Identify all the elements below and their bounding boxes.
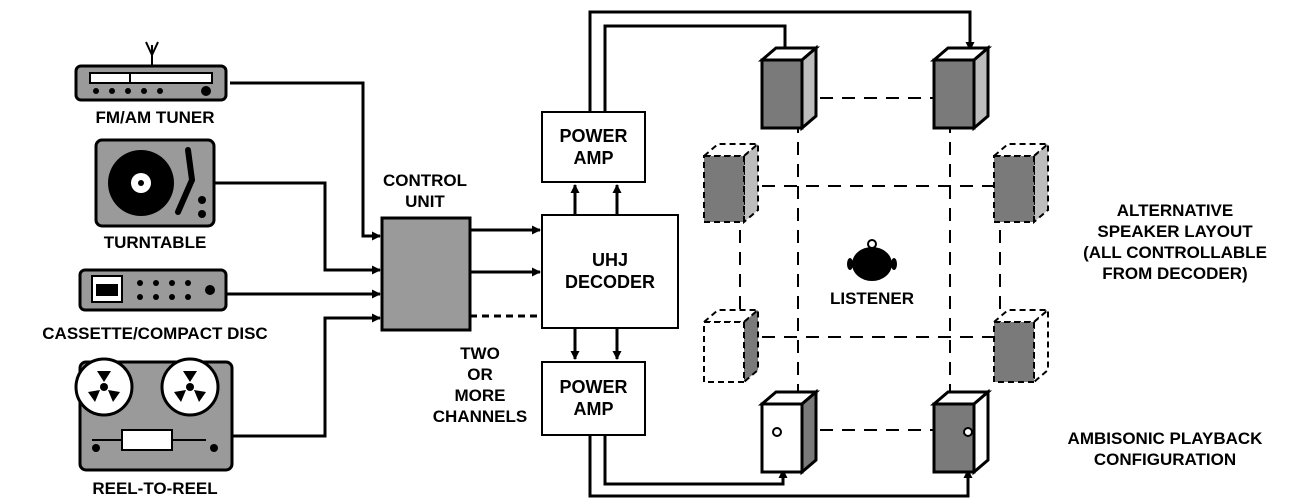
cassette-device-icon: [78, 268, 228, 312]
decoder-label-line1: UHJ: [591, 250, 628, 270]
alternative-line1: ALTERNATIVE: [1116, 201, 1234, 220]
alternative-line3: (ALL CONTROLLABLE: [1083, 243, 1267, 262]
tuner-device-icon: [74, 41, 228, 102]
control-unit-label-line1: CONTROL: [382, 171, 468, 190]
tuner-label: FM/AM TUNER: [95, 108, 215, 127]
reel-to-reel-label: REEL-TO-REEL: [92, 479, 218, 498]
decoder-amp-connections: [570, 184, 622, 360]
alternative-line2: SPEAKER LAYOUT: [1097, 222, 1253, 241]
control-unit-box: [380, 216, 472, 332]
configuration-label: AMBISONIC PLAYBACK CONFIGURATION: [1030, 428, 1300, 470]
configuration-line1: AMBISONIC PLAYBACK: [1067, 429, 1263, 448]
power-amp-bottom-label: POWER AMP: [542, 376, 645, 420]
power-amp-top-label-line2: AMP: [573, 148, 614, 168]
speaker-alt-rear-right: [991, 307, 1051, 385]
power-amp-bottom-box: [541, 361, 646, 436]
source-connections: [214, 81, 381, 438]
speaker-alt-rear-left: [701, 307, 761, 385]
decoder-box: [541, 214, 679, 329]
control-to-decoder-connections: [470, 225, 541, 318]
power-amp-top-label-line1: POWER: [559, 126, 628, 146]
listener-label: LISTENER: [829, 289, 915, 308]
speaker-front-left: [757, 44, 821, 132]
channels-label-line4: CHANNELS: [432, 407, 528, 426]
turntable-device-icon: [94, 138, 216, 228]
alternative-layout-label: ALTERNATIVE SPEAKER LAYOUT (ALL CONTROLL…: [1060, 200, 1290, 284]
control-unit-label-line2: UNIT: [405, 192, 445, 211]
speaker-alt-side-right: [991, 141, 1051, 225]
turntable-label: TURNTABLE: [103, 233, 207, 252]
channels-label-line3: MORE: [454, 386, 506, 405]
decoder-label: UHJ DECODER: [542, 249, 678, 293]
control-unit-label: CONTROL UNIT: [360, 170, 490, 212]
power-amp-bottom-label-line2: AMP: [573, 399, 614, 419]
power-amp-top-label: POWER AMP: [542, 125, 645, 169]
speaker-rear-right: [929, 388, 993, 476]
channels-label-line2: OR: [467, 365, 493, 384]
decoder-label-line2: DECODER: [564, 272, 655, 292]
cassette-label: CASSETTE/COMPACT DISC: [42, 324, 268, 343]
listener-head-icon: [847, 239, 897, 281]
channels-label: TWO OR MORE CHANNELS: [425, 343, 535, 427]
reel-to-reel-device-icon: [74, 357, 234, 472]
power-amp-bottom-label-line1: POWER: [559, 377, 628, 397]
speaker-wiring: [588, 10, 975, 498]
power-amp-top-box: [541, 111, 646, 183]
speaker-front-right: [929, 44, 993, 132]
speaker-alt-side-left: [701, 141, 761, 225]
alternative-line4: FROM DECODER): [1102, 264, 1248, 283]
channels-label-line1: TWO: [460, 344, 500, 363]
speaker-rear-left: [757, 388, 821, 476]
configuration-line2: CONFIGURATION: [1093, 450, 1237, 469]
